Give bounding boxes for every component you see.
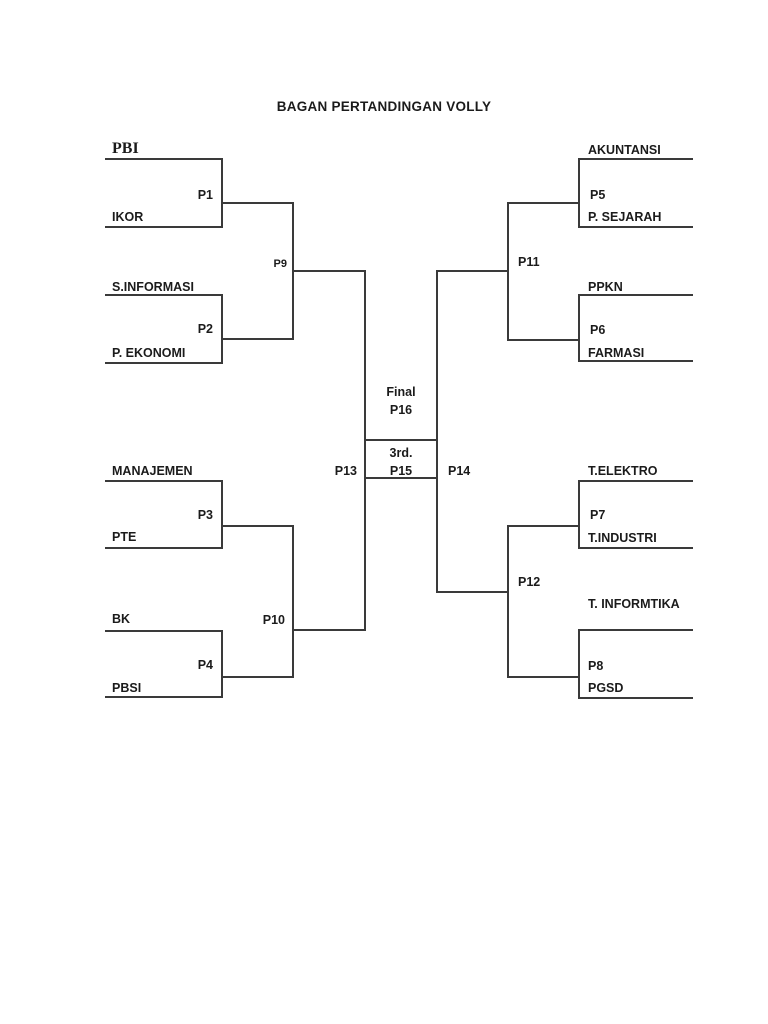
team-label-pgsd: PGSD [588,681,624,695]
page-title: BAGAN PERTANDINGAN VOLLY [276,99,492,114]
match-label-p5: P5 [590,188,606,202]
team-line-ikor [105,226,223,228]
bracket-vertical-p4 [221,630,223,698]
winner-line-p7 [507,525,580,527]
match-label-p1: P1 [197,188,213,202]
winner-line-p3 [221,525,294,527]
team-line-pbi [105,158,223,160]
team-label-pbi: PBI [112,140,139,157]
team-label-psejarah: P. SEJARAH [588,210,662,224]
team-line-pgsd [578,697,693,699]
final-code: P16 [389,403,413,417]
team-label-tindustri: T.INDUSTRI [588,531,657,545]
winner-line-p2 [221,338,294,340]
team-line-psejarah [578,226,693,228]
team-label-tinformtika: T. INFORMTIKA [588,597,680,611]
third-place-line-p15 [364,477,438,479]
team-label-telektro: T.ELEKTRO [588,464,658,478]
bracket-vertical-p14 [436,270,438,593]
team-line-bk [105,630,223,632]
winner-line-p6 [507,339,580,341]
team-label-manajemen: MANAJEMEN [112,464,193,478]
team-label-ppkn: PPKN [588,280,623,294]
team-label-farmasi: FARMASI [588,346,645,360]
final-line-p16 [364,439,438,441]
match-label-p11: P11 [518,255,540,269]
match-label-p7: P7 [590,508,606,522]
bracket-vertical-p11 [507,202,509,341]
third-place-code: P15 [389,464,413,478]
team-line-tinformtika [578,629,693,631]
match-label-p13: P13 [334,464,357,478]
team-label-pekonomi: P. EKONOMI [112,346,186,360]
team-line-ppkn [578,294,693,296]
bracket-vertical-p1 [221,158,223,228]
bracket-vertical-p7 [578,480,580,549]
team-label-pbsi: PBSI [112,681,142,695]
team-label-sinformasi: S.INFORMASI [112,280,194,294]
winner-line-p8 [507,676,580,678]
winner-line-p5 [507,202,580,204]
winner-line-p12 [436,591,509,593]
match-label-p8: P8 [588,659,604,673]
bracket-vertical-p6 [578,294,580,362]
bracket-vertical-p12 [507,525,509,678]
bracket-vertical-p3 [221,480,223,549]
winner-line-p9 [292,270,366,272]
team-line-pbsi [105,696,223,698]
match-label-p3: P3 [197,508,213,522]
winner-line-p1 [221,202,294,204]
team-line-sinformasi [105,294,223,296]
match-label-p6: P6 [590,323,606,337]
winner-line-p11 [436,270,509,272]
team-line-pekonomi [105,362,223,364]
team-label-akuntansi: AKUNTANSI [588,143,661,157]
team-label-bk: BK [112,612,131,626]
bracket-vertical-p10 [292,525,294,678]
team-label-ikor: IKOR [112,210,144,224]
match-label-p9: P9 [273,258,287,270]
team-line-akuntansi [578,158,693,160]
third-place-label: 3rd. [389,446,413,460]
match-label-p4: P4 [197,658,213,672]
winner-line-p10 [292,629,366,631]
team-label-pte: PTE [112,530,137,544]
bracket-vertical-p13 [364,270,366,631]
match-label-p12: P12 [518,575,541,589]
match-label-p14: P14 [448,464,471,478]
match-label-p10: P10 [262,613,285,627]
team-line-manajemen [105,480,223,482]
team-line-tindustri [578,547,693,549]
final-label: Final [386,385,416,399]
team-line-telektro [578,480,693,482]
team-line-pte [105,547,223,549]
team-line-farmasi [578,360,693,362]
bracket-vertical-p2 [221,294,223,364]
winner-line-p4 [221,676,294,678]
bracket-vertical-p5 [578,158,580,228]
match-label-p2: P2 [197,322,213,336]
bracket-vertical-p8 [578,629,580,699]
